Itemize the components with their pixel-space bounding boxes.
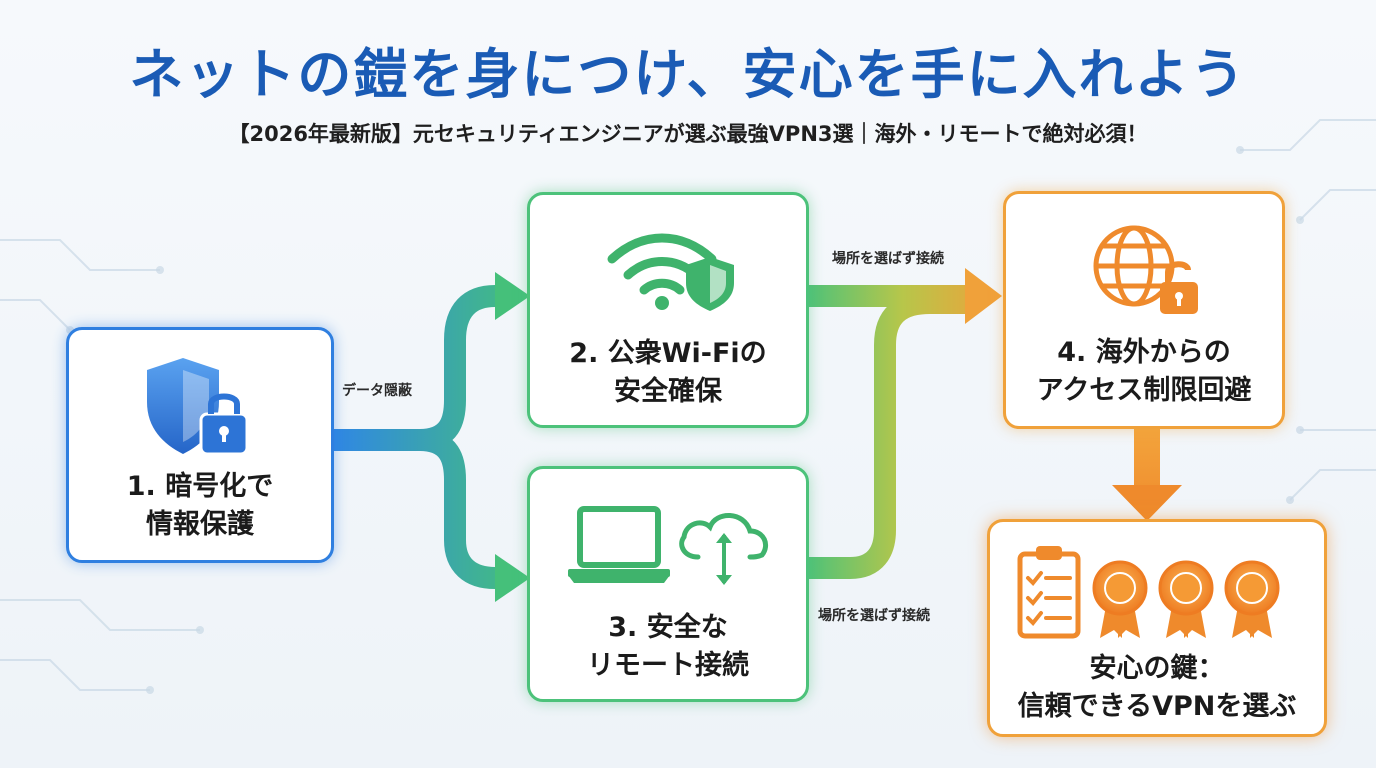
node-trusted-vpn-line2: 信頼できるVPNを選ぶ (1017, 691, 1297, 722)
edge-label-anywhere-bottom: 場所を選ばず接続 (818, 608, 930, 624)
node-remote: 3. 安全な リモート接続 (527, 466, 809, 702)
node-public-wifi: 2. 公衆Wi-Fiの 安全確保 (527, 192, 809, 428)
globe-unlock-icon (1093, 225, 1198, 314)
node-geo-unblock: 4. 海外からの アクセス制限回避 (1003, 191, 1285, 429)
node-encryption-line2: 情報保護 (146, 509, 254, 540)
edge-label-anywhere-top: 場所を選ばず接続 (832, 251, 944, 267)
node-geo-unblock-line2: アクセス制限回避 (1036, 375, 1252, 406)
node-remote-line1: 3. 安全な (608, 612, 728, 643)
page-subtitle: 【2026年最新版】元セキュリティエンジニアが選ぶ最強VPN3選｜海外・リモート… (228, 122, 1148, 146)
arrow-geo-to-key (1112, 429, 1182, 521)
shield-lock-icon (147, 358, 249, 456)
node-trusted-vpn: 安心の鍵： 信頼できるVPNを選ぶ (987, 519, 1327, 737)
node-public-wifi-line2: 安全確保 (614, 376, 722, 407)
arrow-encryption-to-branches (334, 272, 530, 602)
checklist-award-icon (1017, 546, 1280, 639)
node-encryption-line1: 1. 暗号化で (126, 471, 274, 502)
node-remote-line2: リモート接続 (587, 650, 749, 681)
node-public-wifi-line1: 2. 公衆Wi-Fiの (569, 338, 767, 369)
edge-label-hide-data: データ隠蔽 (342, 383, 412, 399)
page-title: ネットの鎧を身につけ、安心を手に入れよう (129, 43, 1247, 106)
arrow-branches-to-geo (809, 268, 1002, 579)
node-encryption: 1. 暗号化で 情報保護 (66, 327, 334, 563)
wifi-shield-icon (607, 233, 734, 311)
laptop-cloud-sync-icon (568, 506, 768, 585)
node-trusted-vpn-line1: 安心の鍵： (1089, 653, 1225, 684)
node-geo-unblock-line1: 4. 海外からの (1057, 337, 1231, 368)
